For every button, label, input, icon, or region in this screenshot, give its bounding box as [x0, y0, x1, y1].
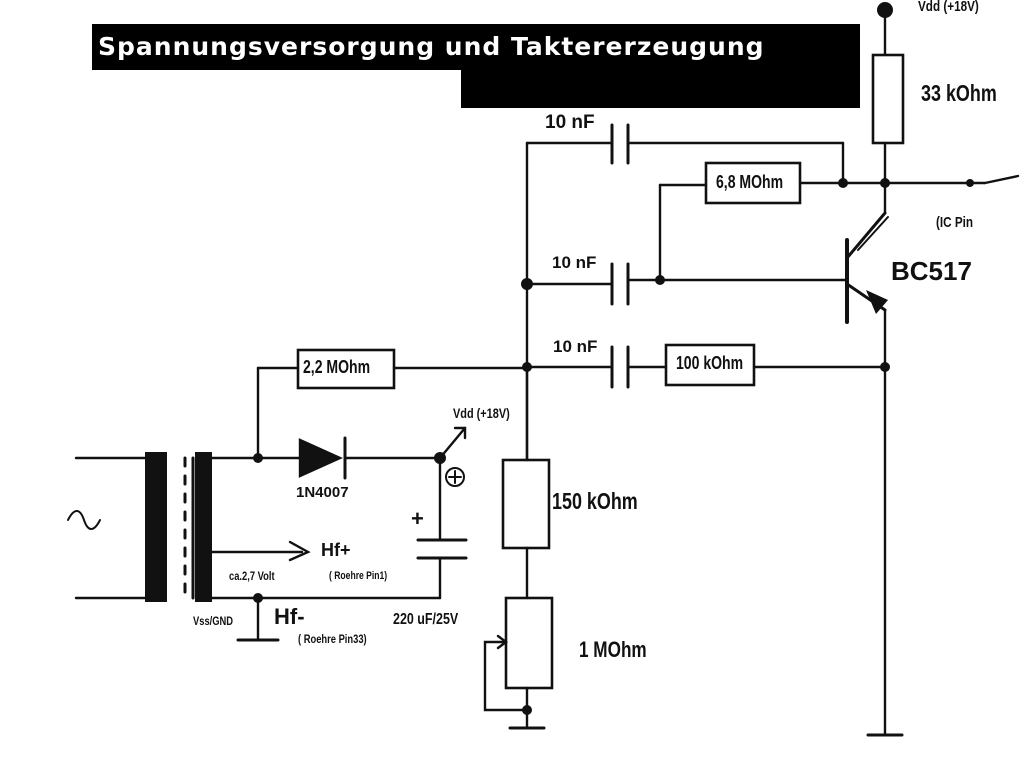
label-c1: 10 nF: [545, 112, 595, 133]
label-roehre-pin1: ( Roehre Pin1): [329, 570, 388, 582]
label-vss: Vss/GND: [193, 614, 234, 628]
resistor-6m8-body: [704, 161, 802, 205]
node-gnd: [253, 593, 263, 603]
node-base: [655, 275, 665, 285]
label-voltage: ca.2,7 Volt: [229, 569, 275, 583]
title-box: [92, 24, 860, 70]
label-ic-pin: (IC Pin: [936, 214, 974, 231]
plus-circle-icon: [445, 467, 465, 487]
wire-ic-pin-lead: [983, 174, 1020, 185]
label-r-100k: 100 kOhm: [676, 353, 744, 373]
label-r-33k: 33 kOhm: [921, 80, 997, 106]
vdd-mid-arrow-line: [438, 426, 467, 460]
diode-body: [298, 438, 343, 478]
resistor-150k-body: [501, 458, 551, 550]
label-c3: 10 nF: [553, 337, 598, 356]
node-vdd-top: [877, 2, 893, 18]
label-r-150k: 150 kOhm: [552, 488, 638, 514]
transformer-primary-winding: [145, 452, 167, 602]
transistor-collector-line: [845, 211, 887, 260]
node-vdd-mid: [434, 452, 446, 464]
node-bus-c2: [521, 278, 533, 290]
node-bus-c3: [522, 362, 532, 372]
label-cap-elko: 220 uF/25V: [393, 611, 459, 628]
node-2m2: [253, 453, 263, 463]
node-pot: [522, 705, 532, 715]
transformer-secondary-winding: [195, 452, 212, 602]
transistor-emitter-arrow: [866, 290, 888, 314]
label-hf-plus: Hf+: [321, 540, 351, 560]
label-pot-1m: 1 MOhm: [579, 637, 647, 662]
resistor-100k-body: [664, 343, 756, 387]
node-ic-pin: [966, 179, 974, 187]
pot-wiper-arrow: [496, 634, 508, 650]
pot-wiper-wire: [483, 640, 529, 712]
hf-plus-arrow-head: [288, 540, 311, 562]
vdd-mid-arrow-head: [453, 426, 467, 440]
label-vdd-mid: Vdd (+18V): [453, 405, 510, 421]
node-collector-a: [838, 178, 848, 188]
diagram-title: Spannungsversorgung und Taktererzeugung: [98, 32, 765, 61]
label-vdd-top: Vdd (+18V): [918, 0, 979, 15]
label-c2: 10 nF: [552, 253, 597, 272]
node-emitter-100k: [880, 362, 890, 372]
ac-symbol-icon: [67, 510, 101, 530]
label-transistor: BC517: [891, 256, 972, 286]
label-diode: 1N4007: [296, 484, 349, 501]
label-roehre-pin33: ( Roehre Pin33): [298, 632, 367, 646]
label-r-6m8: 6,8 MOhm: [716, 172, 784, 192]
transistor-collector-line2: [857, 216, 889, 251]
label-hf-minus: Hf-: [274, 604, 305, 629]
pot-1m-body: [504, 596, 554, 690]
node-collector-b: [880, 178, 890, 188]
resistor-33k-body: [871, 53, 905, 145]
label-plus-sign: +: [411, 506, 424, 531]
label-r-2m2: 2,2 MOhm: [303, 357, 371, 377]
